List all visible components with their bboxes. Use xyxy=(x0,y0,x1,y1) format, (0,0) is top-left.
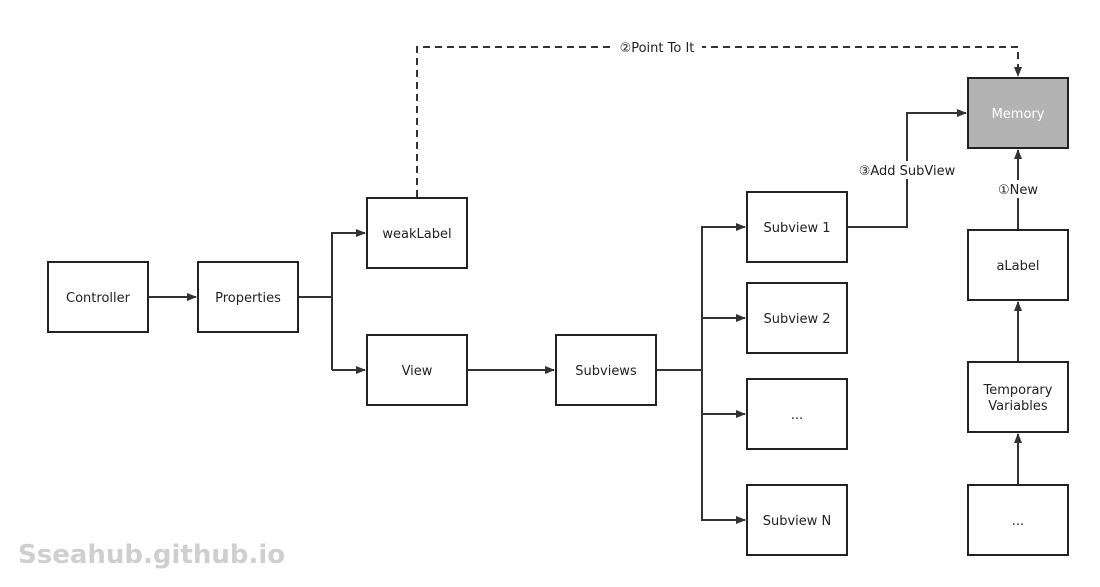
point-to-it-label-bg xyxy=(612,39,702,56)
edge-labels: ②Point To It ③Add SubView ①New xyxy=(612,39,1041,198)
node-subview-ellipsis: ... xyxy=(746,378,848,450)
node-properties: Properties xyxy=(197,261,299,333)
node-subview-1-label: Subview 1 xyxy=(763,221,830,236)
nodes: Controller Properties weakLabel View Sub… xyxy=(47,77,1069,556)
node-properties-label: Properties xyxy=(215,291,281,306)
node-subview-2: Subview 2 xyxy=(746,282,848,354)
new-label-bg xyxy=(995,180,1041,198)
node-view-label: View xyxy=(402,364,433,379)
node-weaklabel: weakLabel xyxy=(366,197,468,269)
node-subview-1: Subview 1 xyxy=(746,191,848,263)
add-subview-label: ③Add SubView xyxy=(859,164,956,179)
node-memory-label: Memory xyxy=(992,107,1045,122)
node-stack-ellipsis-label: ... xyxy=(1012,514,1024,529)
node-controller: Controller xyxy=(47,261,149,333)
node-subviews: Subviews xyxy=(555,334,657,406)
node-subview-ellipsis-label: ... xyxy=(791,408,803,423)
node-stack-ellipsis: ... xyxy=(967,484,1069,556)
node-view: View xyxy=(366,334,468,406)
node-subview-n-label: Subview N xyxy=(763,514,832,529)
node-subview-2-label: Subview 2 xyxy=(763,312,830,327)
node-alabel: aLabel xyxy=(967,229,1069,301)
node-temporary-variables-label-line2: Variables xyxy=(988,399,1048,414)
node-weaklabel-label: weakLabel xyxy=(382,227,451,242)
node-temporary-variables-label-line1: Temporary xyxy=(983,383,1053,398)
node-temporary-variables: Temporary Variables xyxy=(967,361,1069,433)
point-to-it-label: ②Point To It xyxy=(620,41,695,56)
node-subview-n: Subview N xyxy=(746,484,848,556)
new-label: ①New xyxy=(998,183,1038,198)
node-subviews-label: Subviews xyxy=(575,364,637,379)
add-subview-label-bg xyxy=(858,161,958,179)
node-controller-label: Controller xyxy=(66,291,131,306)
edge-weaklabel-to-memory-dashed xyxy=(416,46,1022,197)
node-alabel-label: aLabel xyxy=(996,259,1039,274)
node-memory: Memory xyxy=(967,77,1069,149)
watermark-text: Sseahub.github.io xyxy=(18,540,285,570)
